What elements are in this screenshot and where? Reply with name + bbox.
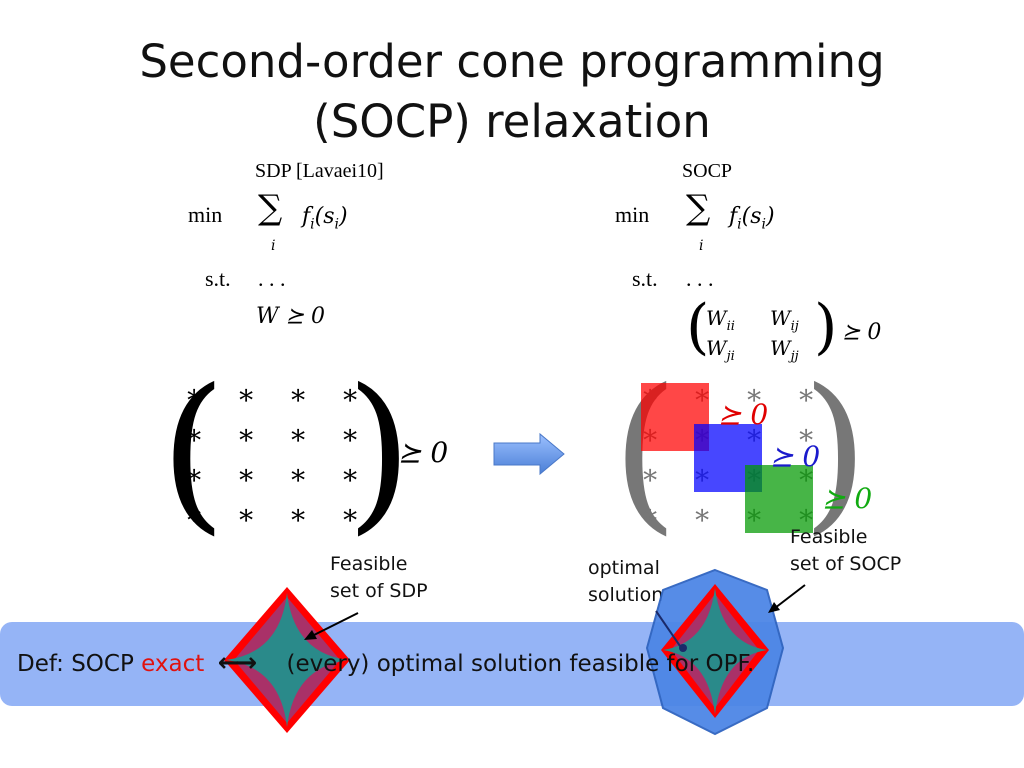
sdp-matrix-left-paren: ( <box>160 353 227 551</box>
matrix-entry: ∗ <box>340 458 360 491</box>
matrix-entry: ∗ <box>288 498 308 531</box>
right-arrow-icon <box>493 432 565 476</box>
sdp-st-label: s.t. <box>205 266 231 291</box>
definition-prefix: Def: SOCP <box>17 651 142 677</box>
sdp-matrix: ∗ ∗ ∗ ∗ ∗ ∗ ∗ ∗ ∗ ∗ ∗ ∗ ∗ ∗ ∗ ∗ <box>168 378 376 538</box>
sdp-pointer-arrow-icon <box>304 612 359 640</box>
red-psd-label: ⪰ 0 <box>718 398 769 431</box>
sdp-sum-symbol: ∑ <box>258 188 283 228</box>
green-psd-label: ⪰ 0 <box>822 482 873 515</box>
definition-text: Def: SOCP exact ←→ (every) optimal solut… <box>17 648 754 678</box>
block-psd: ⪰ 0 <box>842 320 882 345</box>
matrix-entry: ∗ <box>184 418 204 451</box>
socp-st-label: s.t. <box>632 266 658 291</box>
matrix-entry: ∗ <box>236 458 256 491</box>
socp-heading: SOCP <box>682 160 733 182</box>
matrix-entry: ∗ <box>796 378 816 411</box>
sdp-matrix-psd: ⪰ 0 <box>398 436 449 469</box>
socp-star-shape <box>663 588 767 714</box>
definition-exact: exact <box>141 651 205 677</box>
matrix-entry: ∗ <box>236 378 256 411</box>
matrix-entry: ∗ <box>640 498 660 531</box>
sdp-star-shape <box>226 593 348 727</box>
block-w-jj: Wjj <box>770 336 799 364</box>
caption-line: solution <box>588 584 664 606</box>
block-w-ji: Wji <box>706 336 735 364</box>
caption-line: set of SDP <box>330 580 428 602</box>
socp-dots: . . . <box>686 266 714 291</box>
socp-sum-index: i <box>699 238 704 254</box>
socp-min-label: min <box>615 202 650 227</box>
definition-banner <box>0 622 1024 706</box>
matrix-entry: ∗ <box>288 378 308 411</box>
sdp-constraint: W ⪰ 0 <box>256 304 326 329</box>
caption-line: set of SOCP <box>790 553 902 575</box>
block-w-ij: Wij <box>770 306 799 334</box>
matrix-entry: ∗ <box>640 458 660 491</box>
matrix-entry: ∗ <box>288 418 308 451</box>
socp-feasible-caption: Feasible set of SOCP <box>790 524 901 578</box>
sdp-heading: SDP [Lavaei10] <box>255 160 384 182</box>
blue-psd-label: ⪰ 0 <box>770 440 821 473</box>
optimal-point <box>679 644 687 652</box>
caption-line: Feasible <box>330 553 408 575</box>
sdp-feasible-set-diagram <box>224 587 350 733</box>
matrix-entry: ∗ <box>744 378 764 411</box>
matrix-entry: ∗ <box>288 458 308 491</box>
sdp-sum-index: i <box>271 238 276 254</box>
definition-suffix: (every) optimal solution feasible for OP… <box>286 651 755 677</box>
matrix-entry: ∗ <box>184 378 204 411</box>
matrix-entry: ∗ <box>340 418 360 451</box>
title-line-2: (SOCP) relaxation <box>313 95 711 148</box>
socp-feasible-set-diagram <box>645 568 785 736</box>
sdp-dots: . . . <box>258 266 286 291</box>
green-block <box>745 465 813 533</box>
matrix-entry: ∗ <box>340 498 360 531</box>
block-right-paren: ) <box>814 292 838 362</box>
optimal-solution-caption: optimal solution <box>588 555 663 609</box>
block-left-paren: ( <box>686 292 710 362</box>
title-line-1: Second-order cone programming <box>139 35 885 88</box>
matrix-entry: ∗ <box>796 418 816 451</box>
block-w-ii: Wii <box>706 306 735 334</box>
socp-objective: fi(si) <box>729 204 775 233</box>
matrix-entry: ∗ <box>184 498 204 531</box>
sdp-objective: fi(si) <box>302 204 348 233</box>
double-arrow-icon: ←→ <box>217 648 258 678</box>
socp-sum-symbol: ∑ <box>686 188 711 228</box>
caption-line: optimal <box>588 557 660 579</box>
socp-matrix-right-paren: ) <box>802 353 869 551</box>
matrix-entry: ∗ <box>340 378 360 411</box>
sdp-min-label: min <box>188 202 223 227</box>
sdp-feasible-caption: Feasible set of SDP <box>330 551 428 605</box>
sdp-matrix-right-paren: ) <box>346 353 413 551</box>
optimal-pointer-arrow-icon <box>655 610 681 647</box>
matrix-entry: ∗ <box>692 498 712 531</box>
slide-title: Second-order cone programming (SOCP) rel… <box>0 32 1024 152</box>
matrix-entry: ∗ <box>236 418 256 451</box>
socp-pointer-arrow-icon <box>768 584 806 613</box>
caption-line: Feasible <box>790 526 868 548</box>
matrix-entry: ∗ <box>184 458 204 491</box>
matrix-entry: ∗ <box>236 498 256 531</box>
